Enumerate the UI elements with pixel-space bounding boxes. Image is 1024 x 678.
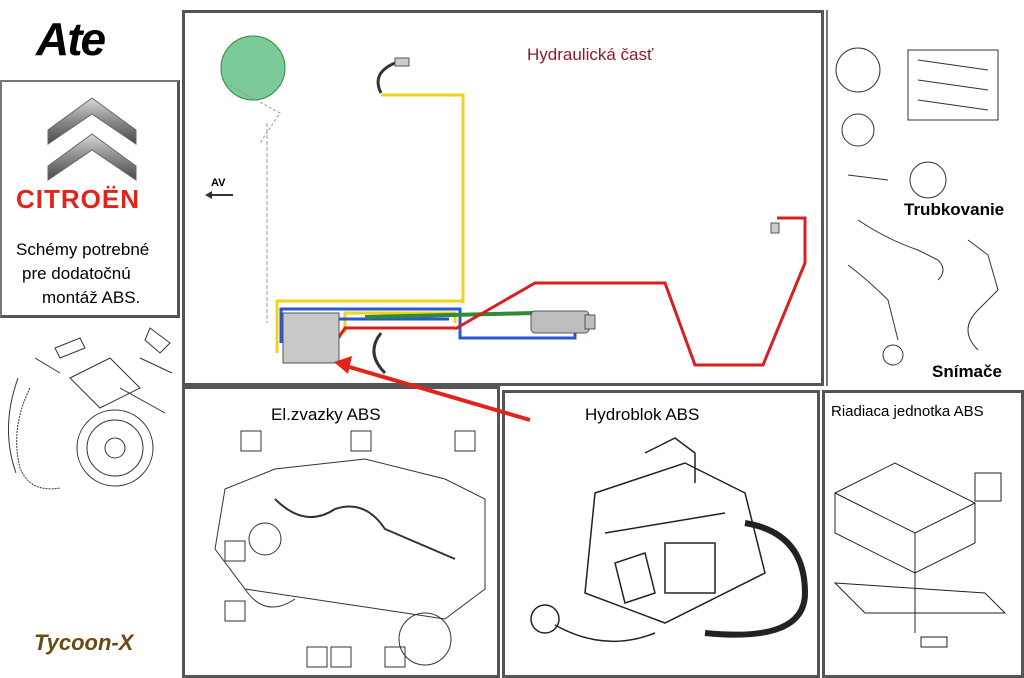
hydraulic-title: Hydraulická časť bbox=[527, 45, 654, 64]
tycoon-logo: Tycoon-X bbox=[34, 630, 134, 655]
hydroblok-drawing bbox=[530, 437, 809, 643]
snimace-label: Snímače bbox=[932, 362, 1002, 381]
elzvazky-panel: El.zvazky ABS bbox=[182, 386, 500, 678]
elzvazky-label: El.zvazky ABS bbox=[271, 405, 381, 424]
av-label: AV bbox=[211, 177, 226, 189]
intro-line-2: pre dodatočnú bbox=[22, 264, 131, 283]
rear-brake-diagram-panel bbox=[0, 318, 182, 608]
citroen-wordmark: CITROËN bbox=[16, 184, 140, 214]
riadiaca-panel: Riadiaca jednotka ABS bbox=[822, 390, 1024, 678]
riadiaca-label: Riadiaca jednotka ABS bbox=[831, 403, 984, 420]
trubkovanie-label: Trubkovanie bbox=[904, 200, 1005, 219]
piping-and-sensor-drawing bbox=[835, 47, 999, 366]
intro-line-3: montáž ABS. bbox=[42, 288, 141, 307]
citroen-chevrons-logo bbox=[47, 97, 137, 181]
wiring-harness-drawing bbox=[214, 430, 486, 668]
rear-brake-drawing bbox=[8, 327, 173, 490]
hydraulic-panel: Hydraulická časť AV bbox=[182, 10, 824, 386]
ecu-drawing bbox=[833, 462, 1007, 648]
citroen-panel: CITROËN Schémy potrebné pre dodatočnú mo… bbox=[0, 80, 180, 318]
ate-logo-panel: Ate bbox=[0, 0, 180, 80]
trubkovanie-panel: Trubkovanie Snímače bbox=[826, 10, 1024, 386]
hydroblok-panel: Hydroblok ABS bbox=[502, 390, 820, 678]
hydroblok-label: Hydroblok ABS bbox=[585, 405, 700, 424]
hydraulic-schematic bbox=[205, 35, 807, 375]
tycoon-logo-panel: Tycoon-X bbox=[0, 608, 182, 678]
ate-logo: Ate bbox=[36, 13, 106, 65]
intro-line-1: Schémy potrebné bbox=[16, 240, 150, 259]
